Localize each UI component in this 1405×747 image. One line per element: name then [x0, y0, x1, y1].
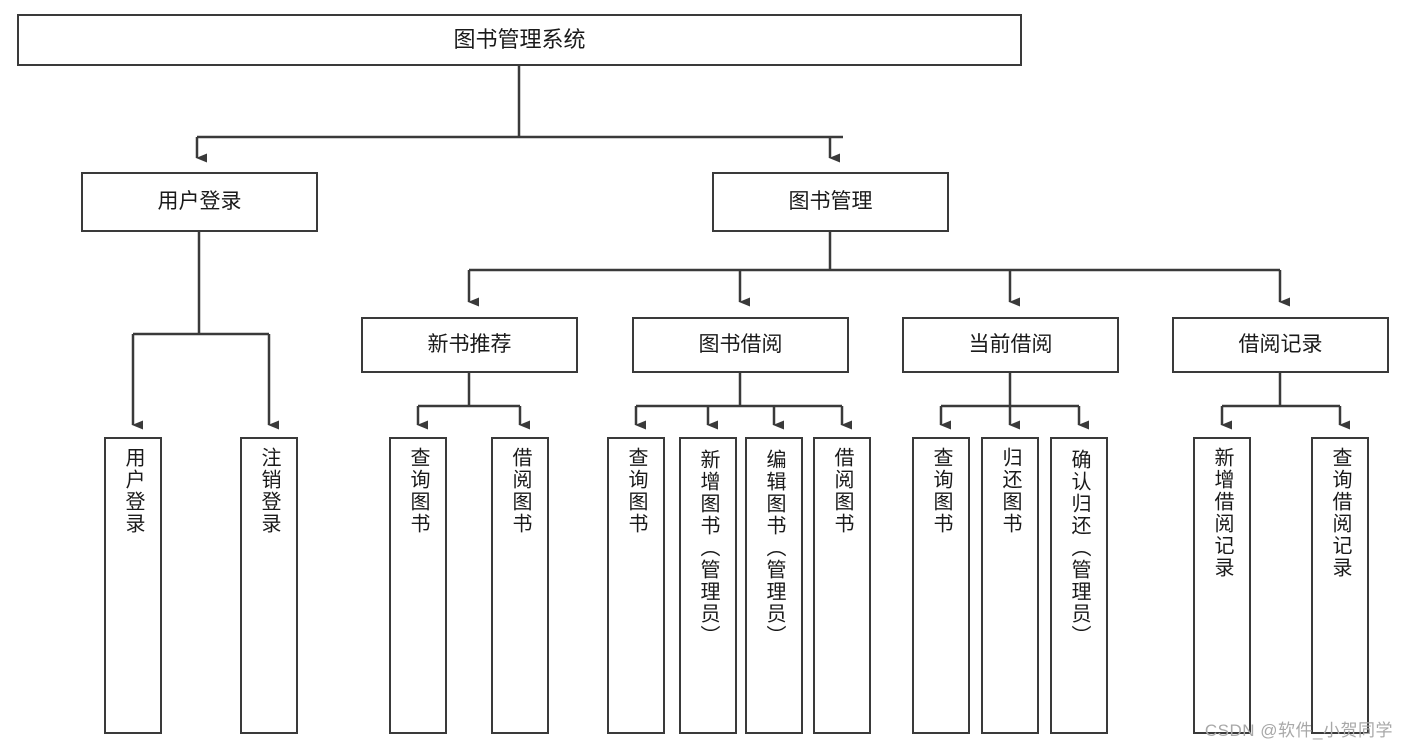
leaf-current-query-label: 查询图书 [930, 447, 952, 535]
leaf-borrow-borrow-book-label: 借阅图书 [831, 447, 853, 535]
node-borrow-record-label: 借阅记录 [1238, 332, 1323, 356]
node-root-system-label: 图书管理系统 [453, 27, 586, 53]
leaf-user-login-logout[interactable]: 注销登录 [240, 437, 298, 734]
leaf-user-login-logout-label: 注销登录 [258, 447, 280, 535]
node-user-login[interactable]: 用户登录 [81, 172, 318, 232]
leaf-borrow-query-label: 查询图书 [625, 447, 647, 535]
leaf-new-book-query[interactable]: 查询图书 [389, 437, 447, 734]
leaf-current-return[interactable]: 归还图书 [981, 437, 1039, 734]
leaf-borrow-query[interactable]: 查询图书 [607, 437, 665, 734]
node-root-system[interactable]: 图书管理系统 [17, 14, 1022, 66]
leaf-user-login-login-label: 用户登录 [122, 447, 144, 535]
leaf-current-confirm-return[interactable]: 确认归还（管理员） [1050, 437, 1108, 734]
node-book-management-label: 图书管理 [788, 189, 873, 213]
node-borrow-record[interactable]: 借阅记录 [1172, 317, 1389, 373]
node-book-borrow-label: 图书借阅 [698, 332, 783, 356]
node-new-book-recommend-label: 新书推荐 [427, 332, 512, 356]
leaf-borrow-edit-book[interactable]: 编辑图书（管理员） [745, 437, 803, 734]
leaf-borrow-borrow-book[interactable]: 借阅图书 [813, 437, 871, 734]
leaf-record-query[interactable]: 查询借阅记录 [1311, 437, 1369, 734]
leaf-new-book-borrow[interactable]: 借阅图书 [491, 437, 549, 734]
leaf-new-book-query-label: 查询图书 [407, 447, 429, 535]
leaf-record-add[interactable]: 新增借阅记录 [1193, 437, 1251, 734]
leaf-record-query-label: 查询借阅记录 [1329, 447, 1351, 579]
leaf-borrow-edit-book-label: 编辑图书（管理员） [763, 449, 785, 647]
csdn-watermark: CSDN @软件_小贺同学 [1204, 721, 1393, 740]
node-current-borrow-label: 当前借阅 [968, 332, 1053, 356]
leaf-borrow-add-book-label: 新增图书（管理员） [697, 449, 719, 647]
leaf-record-add-label: 新增借阅记录 [1211, 447, 1233, 579]
leaf-new-book-borrow-label: 借阅图书 [509, 447, 531, 535]
node-user-login-label: 用户登录 [157, 189, 242, 213]
node-book-borrow[interactable]: 图书借阅 [632, 317, 849, 373]
leaf-current-return-label: 归还图书 [999, 447, 1021, 535]
leaf-current-query[interactable]: 查询图书 [912, 437, 970, 734]
node-new-book-recommend[interactable]: 新书推荐 [361, 317, 578, 373]
leaf-current-confirm-return-label: 确认归还（管理员） [1068, 449, 1090, 647]
leaf-user-login-login[interactable]: 用户登录 [104, 437, 162, 734]
leaf-borrow-add-book[interactable]: 新增图书（管理员） [679, 437, 737, 734]
node-book-management[interactable]: 图书管理 [712, 172, 949, 232]
node-current-borrow[interactable]: 当前借阅 [902, 317, 1119, 373]
